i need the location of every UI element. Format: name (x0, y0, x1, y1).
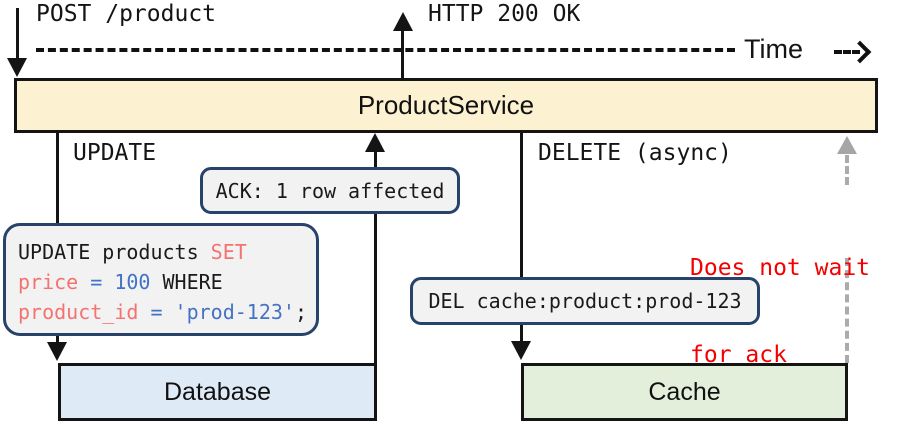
product-service-label: ProductService (357, 90, 535, 120)
async-note: Does not wait for ack (690, 196, 870, 424)
ack-callout-text: ACK: 1 row affected (215, 178, 445, 203)
delete-call-line (520, 131, 523, 342)
ack-callout: ACK: 1 row affected (200, 167, 460, 214)
cache-box: Cache (521, 363, 848, 421)
database-box: Database (58, 363, 377, 421)
sql-text: UPDATE products (18, 240, 211, 264)
async-ack-arrow-up-icon (837, 136, 857, 154)
update-arrow-down-icon (47, 342, 67, 361)
response-label: HTTP 200 OK (428, 1, 581, 27)
delete-arrow-down-icon (511, 341, 531, 360)
sql-text: WHERE (150, 270, 223, 294)
ack-return-line (374, 150, 377, 363)
ack-arrow-up-icon (365, 133, 385, 152)
sql-line-3: product_id = 'prod-123'; (18, 297, 307, 327)
sql-query-callout: UPDATE products SET price = 100 WHERE pr… (3, 223, 319, 336)
response-arrow-line (401, 29, 404, 78)
delete-call-label: DELETE (async) (538, 140, 732, 166)
sql-line-2: price = 100 WHERE (18, 267, 223, 297)
sql-line-1: UPDATE products SET (18, 237, 247, 267)
request-arrow-down-icon (7, 58, 27, 77)
timeline-label: Time (744, 34, 803, 64)
sql-keyword: SET (210, 240, 247, 264)
product-service-box: ProductService (14, 78, 878, 133)
response-arrow-up-icon (393, 12, 413, 31)
cache-command-text: DEL cache:product:prod-123 (428, 289, 742, 313)
sql-keyword: price (18, 270, 79, 294)
request-label: POST /product (36, 1, 217, 27)
async-note-line1: Does not wait (690, 255, 871, 281)
timeline-arrow-icon (848, 40, 872, 64)
sql-value: = 'prod-123' (138, 300, 295, 324)
update-call-label: UPDATE (73, 140, 157, 166)
async-ack-dashed-line-lower (845, 258, 849, 363)
request-arrow-line (16, 8, 19, 60)
cache-label: Cache (648, 377, 721, 406)
sql-value: = 100 (78, 270, 151, 294)
database-label: Database (163, 377, 272, 406)
cache-command-callout: DEL cache:product:prod-123 (410, 277, 760, 325)
sql-text: ; (294, 300, 308, 324)
timeline-dashed-line (36, 48, 735, 52)
timeline-arrow-dash (834, 50, 860, 54)
async-ack-dashed-line-upper (845, 155, 849, 185)
sql-keyword: product_id (18, 300, 139, 324)
